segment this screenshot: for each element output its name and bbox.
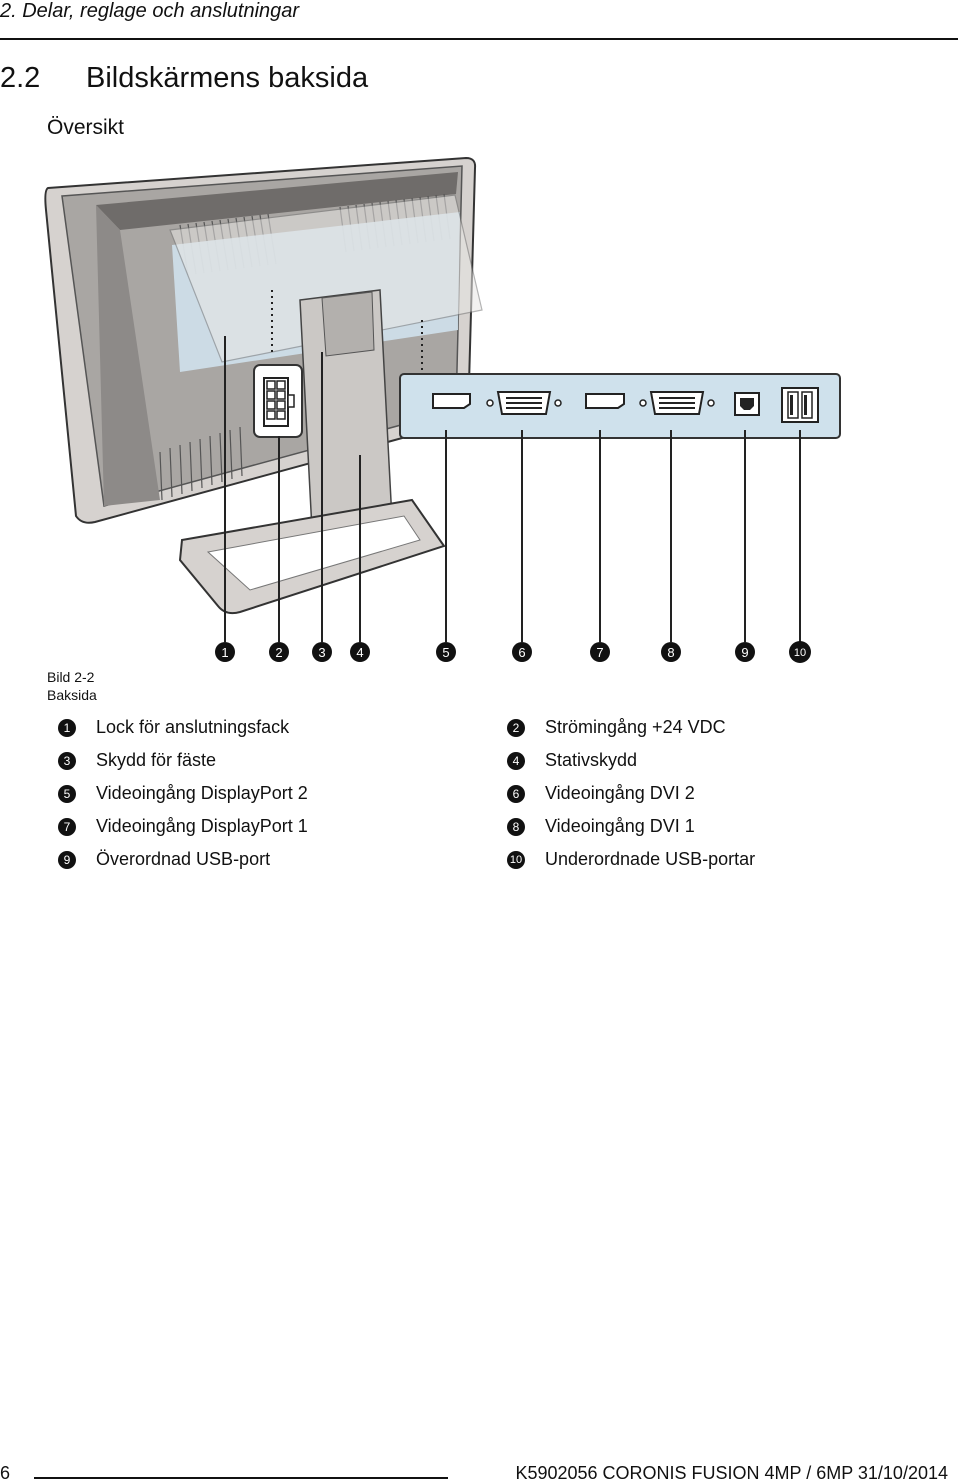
legend-label: Skydd för fäste [96,750,217,770]
legend-label: Lock för anslutningsfack [96,717,290,737]
header-rule [0,38,958,40]
running-header: 2. Delar, reglage och anslutningar [0,0,300,22]
legend-label: Stativskydd [545,750,638,770]
legend-badge: 8 [507,818,525,836]
section-heading: 2.2 Bildskärmens baksida [0,62,368,95]
callout-number: 8 [667,645,674,660]
legend-badge: 10 [507,851,525,869]
legend-label: Videoingång DisplayPort 1 [96,816,308,836]
legend-label: Strömingång +24 VDC [545,717,726,737]
callout-number: 3 [318,645,325,660]
legend-label: Underordnade USB-portar [545,849,756,869]
callout-number: 6 [518,645,525,660]
section-title: Bildskärmens baksida [86,62,369,94]
legend-label: Videoingång DVI 1 [545,816,695,836]
legend-badge: 2 [507,719,525,737]
callout-number: 9 [741,645,748,660]
legend-label: Överordnad USB-port [96,849,271,869]
callout-number: 1 [221,645,228,660]
footer-rule [34,1477,448,1479]
footer-document-id: K5902056 CORONIS FUSION 4MP / 6MP 31/10/… [515,1463,948,1483]
callout-number: 2 [275,645,282,660]
legend-badge: 5 [58,785,76,803]
legend-badge: 3 [58,752,76,770]
callout-badges: 1 2 3 4 5 6 7 8 9 10 [215,641,811,663]
monitor-rear-illustration: 1 2 3 4 5 6 7 8 9 10 [44,156,841,663]
page-number: 6 [0,1463,11,1483]
section-subtitle: Översikt [47,116,125,139]
figure-caption-number: Bild 2-2 [47,669,95,685]
callout-number: 7 [596,645,603,660]
section-number: 2.2 [0,62,41,94]
callout-number: 10 [794,647,806,659]
figure-caption-title: Baksida [47,687,97,703]
legend-label: Videoingång DVI 2 [545,783,695,803]
legend-badge: 9 [58,851,76,869]
figure-caption: Bild 2-2 Baksida [47,668,97,704]
legend-label: Videoingång DisplayPort 2 [96,783,308,803]
legend-badge: 4 [507,752,525,770]
legend-badge: 1 [58,719,76,737]
legend-badge: 7 [58,818,76,836]
callout-number: 4 [356,645,363,660]
legend-badge: 6 [507,785,525,803]
callout-number: 5 [442,645,449,660]
